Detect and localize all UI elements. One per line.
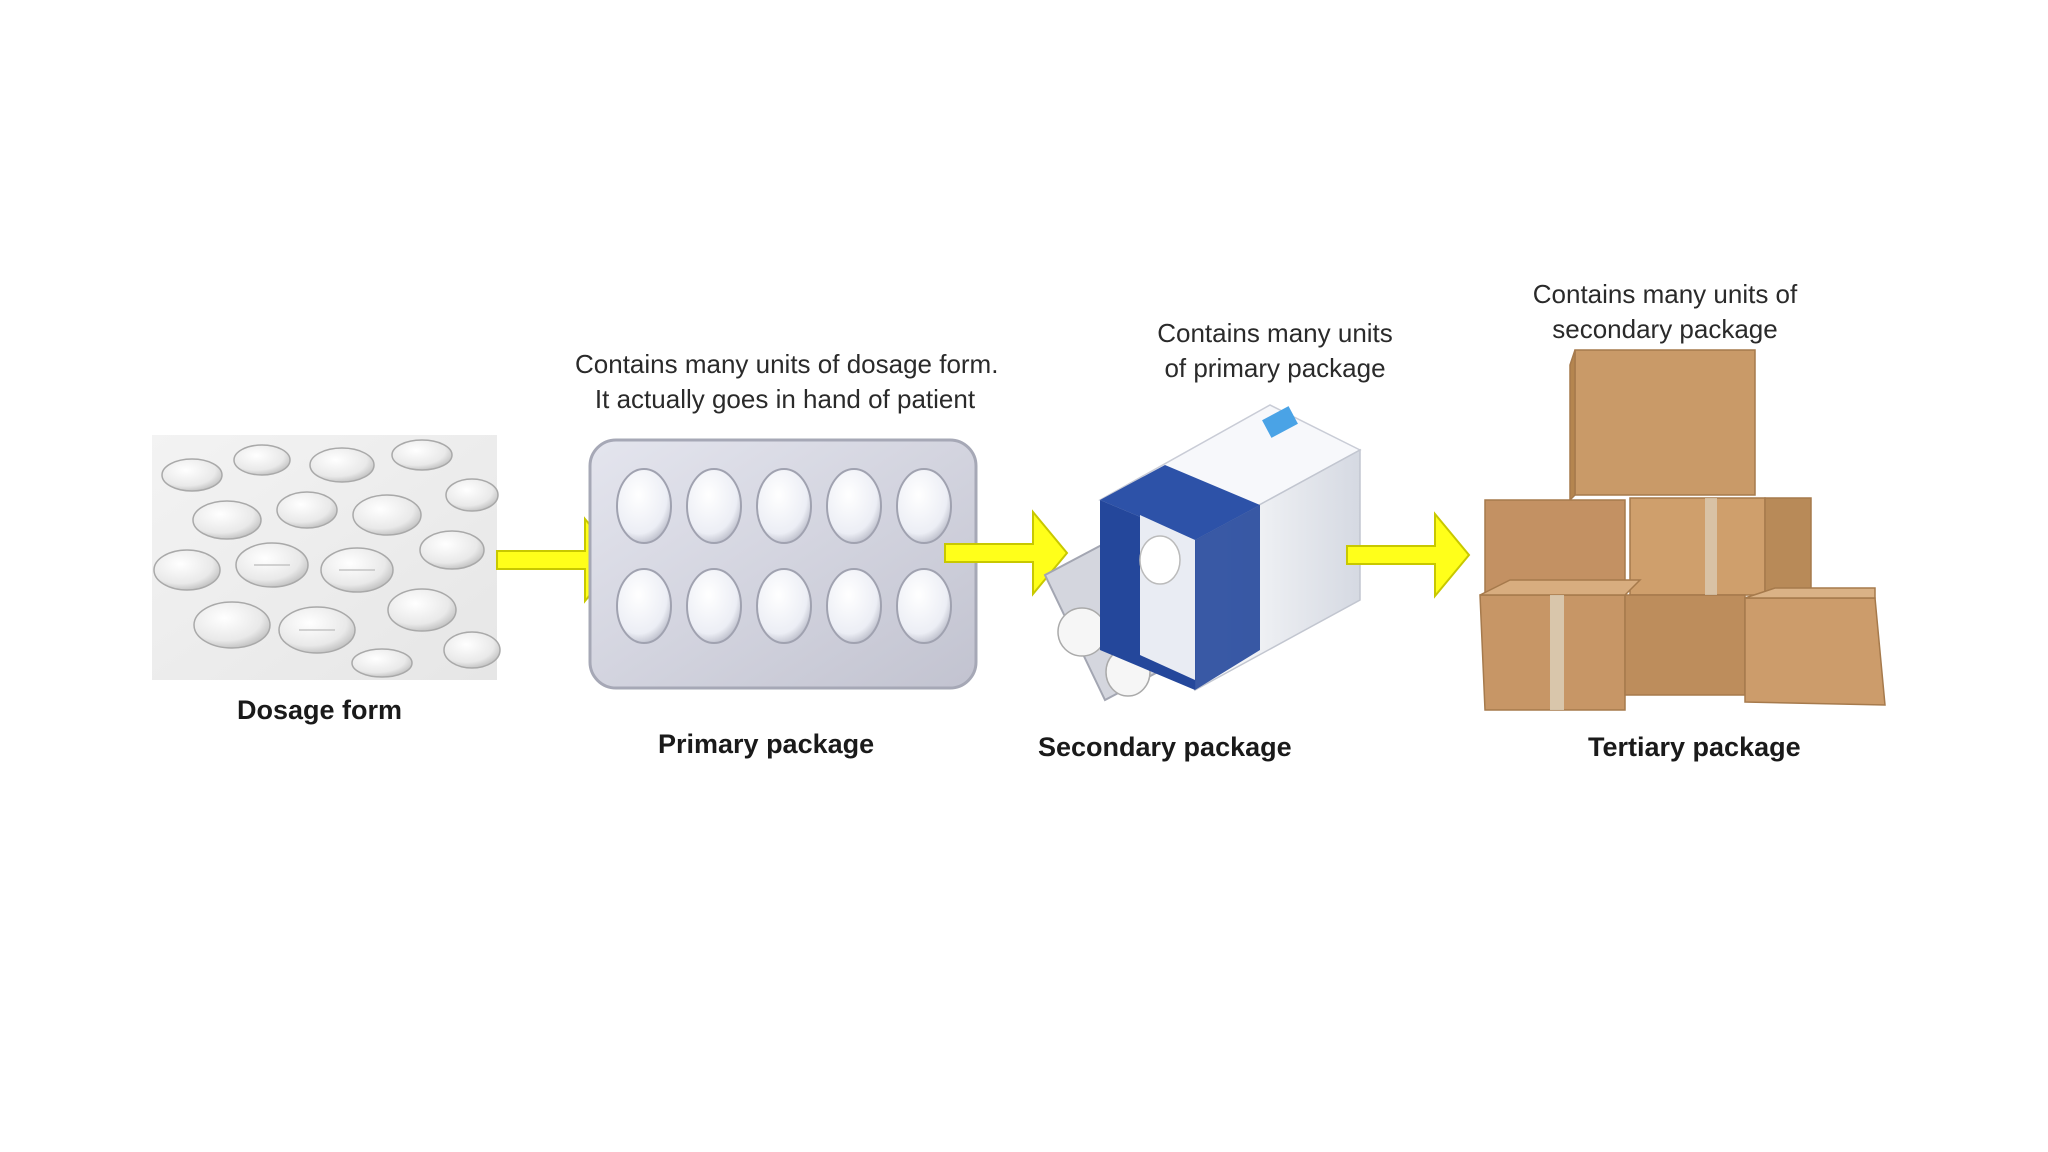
stage-label-secondary-package: Secondary package bbox=[1038, 732, 1292, 762]
stage-label-primary-package: Primary package bbox=[658, 729, 875, 759]
arrow-right-icon bbox=[1346, 511, 1471, 599]
stage-label-dosage-form: Dosage form bbox=[237, 695, 403, 725]
stage-note-primary: Contains many units of dosage form. It a… bbox=[575, 349, 999, 414]
stage-note-tertiary: Contains many units of secondary package bbox=[1532, 279, 1798, 344]
medicine-box-image bbox=[1043, 404, 1362, 702]
stage-label-tertiary-package: Tertiary package bbox=[1588, 732, 1801, 762]
blister-pack-image bbox=[588, 438, 978, 690]
stage-note-secondary: Contains many units of primary package bbox=[1157, 318, 1393, 383]
tablets-image bbox=[152, 435, 501, 680]
cardboard-boxes-image bbox=[1479, 349, 1886, 711]
